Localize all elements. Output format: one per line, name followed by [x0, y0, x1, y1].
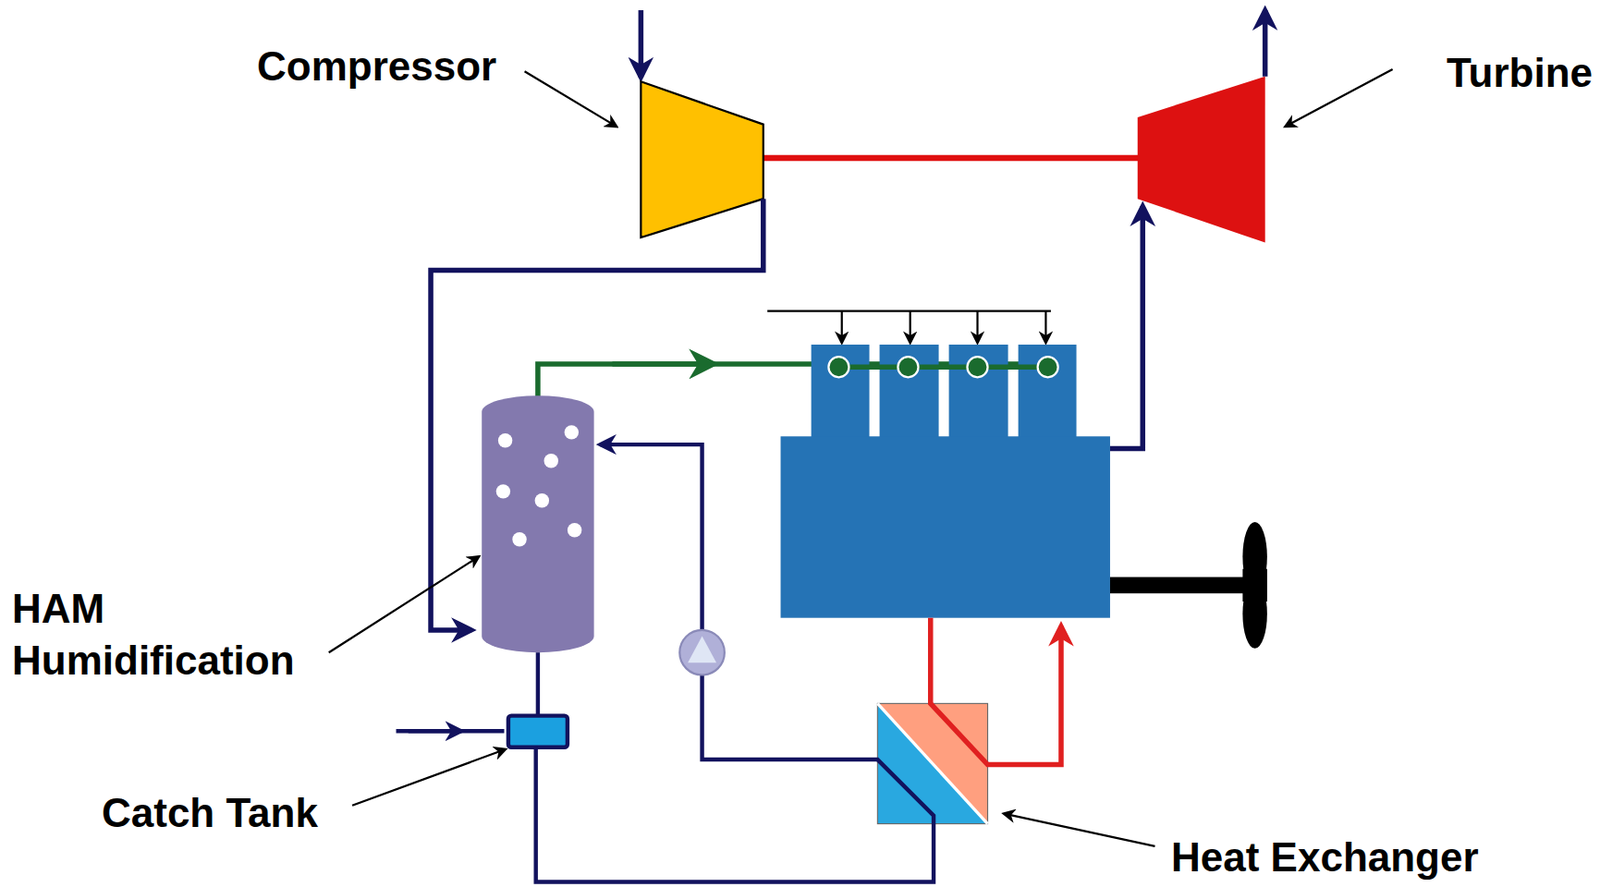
- compressor-label: Compressor: [256, 40, 497, 93]
- humidification-label: HAM Humidification: [12, 583, 331, 687]
- catch-tank-label: Catch Tank: [101, 787, 318, 840]
- heat-exchanger-label: Heat Exchanger: [1171, 831, 1479, 884]
- turbine-label: Turbine: [1446, 47, 1593, 99]
